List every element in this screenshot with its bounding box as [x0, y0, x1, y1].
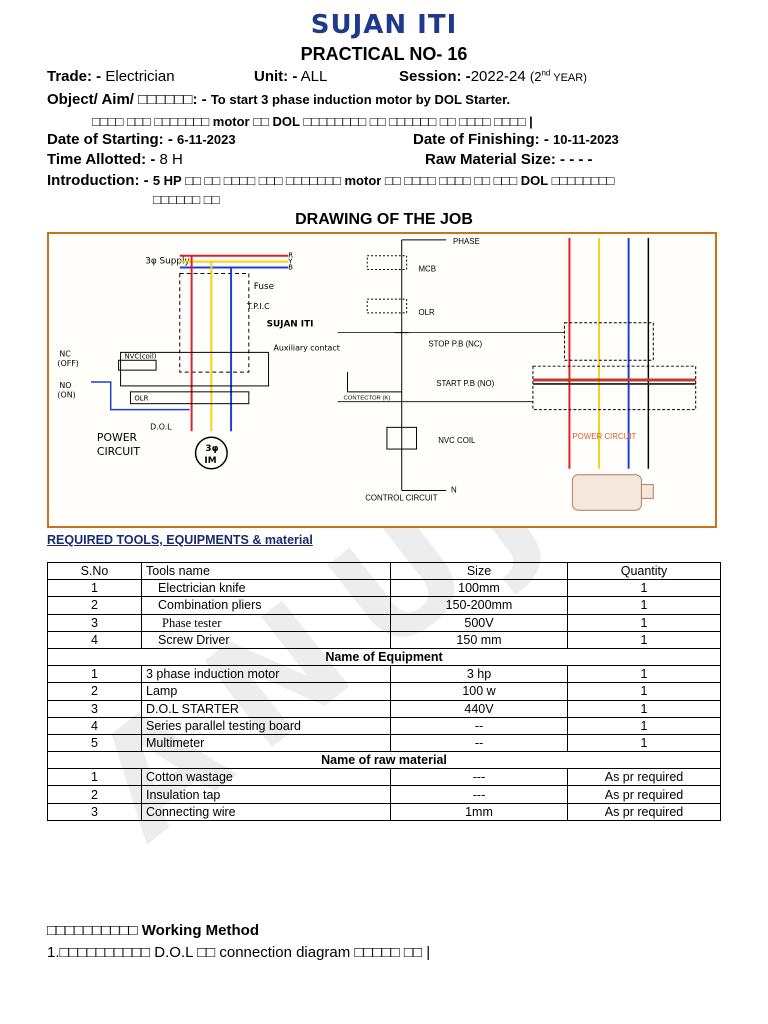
motor-bottom-label: IM	[204, 456, 216, 466]
left-power-circuit: 3φ Supply R Y B Fuse T.P.I.C SUJAN ITI N…	[57, 252, 340, 470]
nc-label: NC	[59, 349, 71, 358]
time-row: Time Allotted: - 8 H	[47, 151, 183, 168]
phase-y-label: Y	[287, 258, 293, 266]
neutral-label: N	[451, 485, 457, 494]
equipment-section-row: Name of Equipment	[47, 647, 721, 667]
nvc-coil-label: NVC(coil)	[125, 352, 157, 360]
col-tools-name: Tools name	[141, 561, 391, 581]
session-value: 2022-24	[470, 68, 526, 85]
motor-top-label: 3φ	[205, 444, 218, 454]
brand-label: SUJAN ITI	[267, 320, 314, 330]
col-sno: S.No	[47, 561, 142, 581]
object-hindi: □□□□ □□□ □□□□□□□ motor □□ DOL □□□□□□□□ □…	[92, 114, 533, 129]
start-pb-label: START P.B (NO)	[436, 379, 494, 388]
no-label: NO	[59, 381, 71, 390]
drawing-title: DRAWING OF THE JOB	[295, 211, 473, 228]
stop-pb-label: STOP P.B (NC)	[428, 339, 482, 348]
unit-value: ALL	[300, 68, 328, 85]
mcb-label: MCB	[418, 264, 436, 273]
phase-label: PHASE	[453, 237, 480, 246]
power-circuit-label: POWER CIRCUIT	[572, 432, 636, 441]
unit-label: Unit: -	[254, 68, 298, 85]
practical-number: PRACTICAL NO- 16	[300, 44, 468, 64]
start-value: 6-11-2023	[177, 132, 236, 147]
aux-contact-label: Auxiliary contact	[273, 343, 339, 352]
tpic-label: T.P.I.C	[246, 302, 270, 311]
time-value: 8 H	[159, 151, 183, 168]
working-method-step-1: 1.□□□□□□□□□□ D.O.L □□ connection diagram…	[47, 944, 431, 961]
on-label: (ON)	[57, 391, 75, 400]
intro-line1: 5 HP □□ □□ □□□□ □□□ □□□□□□□ motor □□ □□□…	[152, 173, 615, 188]
olr-left-label: OLR	[134, 395, 148, 403]
finish-row: Date of Finishing: - 10-11-2023	[413, 131, 619, 148]
right-power-circuit: POWER CIRCUIT	[337, 237, 697, 511]
fuse-label: Fuse	[254, 282, 274, 292]
olr-mid-label: OLR	[418, 308, 435, 317]
trade-row: Trade: - Electrician	[47, 68, 175, 85]
raw-size-label: Raw Material Size: -	[425, 151, 566, 168]
required-tools-title: REQUIRED TOOLS, EQUIPMENTS & material	[47, 533, 313, 547]
time-label: Time Allotted: -	[47, 151, 156, 168]
intro-row: Introduction: - 5 HP □□ □□ □□□□ □□□ □□□□…	[47, 172, 614, 189]
raw-size-row: Raw Material Size: - - - -	[425, 151, 593, 168]
object-value: To start 3 phase induction motor by DOL …	[210, 92, 511, 107]
power-label: POWER	[97, 431, 138, 444]
object-label: Object/ Aim/ □□□□□□: -	[47, 91, 207, 108]
object-row: Object/ Aim/ □□□□□□: - To start 3 phase …	[47, 91, 510, 108]
phase-r-label: R	[288, 252, 293, 260]
circuit-diagram: 3φ Supply R Y B Fuse T.P.I.C SUJAN ITI N…	[57, 237, 697, 511]
trade-value: Electrician	[105, 68, 175, 85]
raw-material-section-row: Name of raw material	[47, 751, 721, 770]
col-quantity: Quantity	[567, 561, 721, 581]
table-header-row: S.No Tools name Size Quantity	[47, 561, 721, 581]
finish-value: 10-11-2023	[553, 132, 619, 147]
unit-row: Unit: - ALL	[254, 68, 327, 85]
off-label: (OFF)	[57, 359, 78, 368]
contactor-label: CONTECTOR (K)	[344, 396, 391, 402]
working-method-title: □□□□□□□□□□ Working Method	[47, 922, 259, 939]
col-size: Size	[390, 561, 568, 581]
session-label: Session: -	[399, 68, 471, 85]
trade-label: Trade: -	[47, 68, 102, 85]
control-circuit-label: CONTROL CIRCUIT	[365, 493, 438, 502]
intro-line2: □□□□□□ □□	[153, 192, 220, 207]
phase-b-label: B	[288, 264, 293, 272]
dol-label: D.O.L	[150, 422, 172, 431]
start-row: Date of Starting: - 6-11-2023	[47, 131, 236, 148]
job-drawing: 3φ Supply R Y B Fuse T.P.I.C SUJAN ITI N…	[47, 232, 717, 528]
raw-size-value: - - -	[569, 151, 593, 168]
supply-label: 3φ Supply	[145, 257, 190, 267]
control-circuit: PHASE MCB OLR STOP P.B (NC) START P.B (N…	[344, 237, 495, 502]
circuit-label: CIRCUIT	[97, 445, 140, 458]
nvc-coil-mid-label: NVC COIL	[438, 436, 476, 445]
finish-label: Date of Finishing: -	[413, 131, 549, 148]
session-row: Session: -2022-24 (2nd YEAR)	[399, 68, 587, 85]
institute-title: SUJAN ITI	[310, 10, 458, 40]
start-label: Date of Starting: -	[47, 131, 173, 148]
session-year: (2nd YEAR)	[529, 68, 587, 84]
intro-label: Introduction: -	[47, 172, 149, 189]
